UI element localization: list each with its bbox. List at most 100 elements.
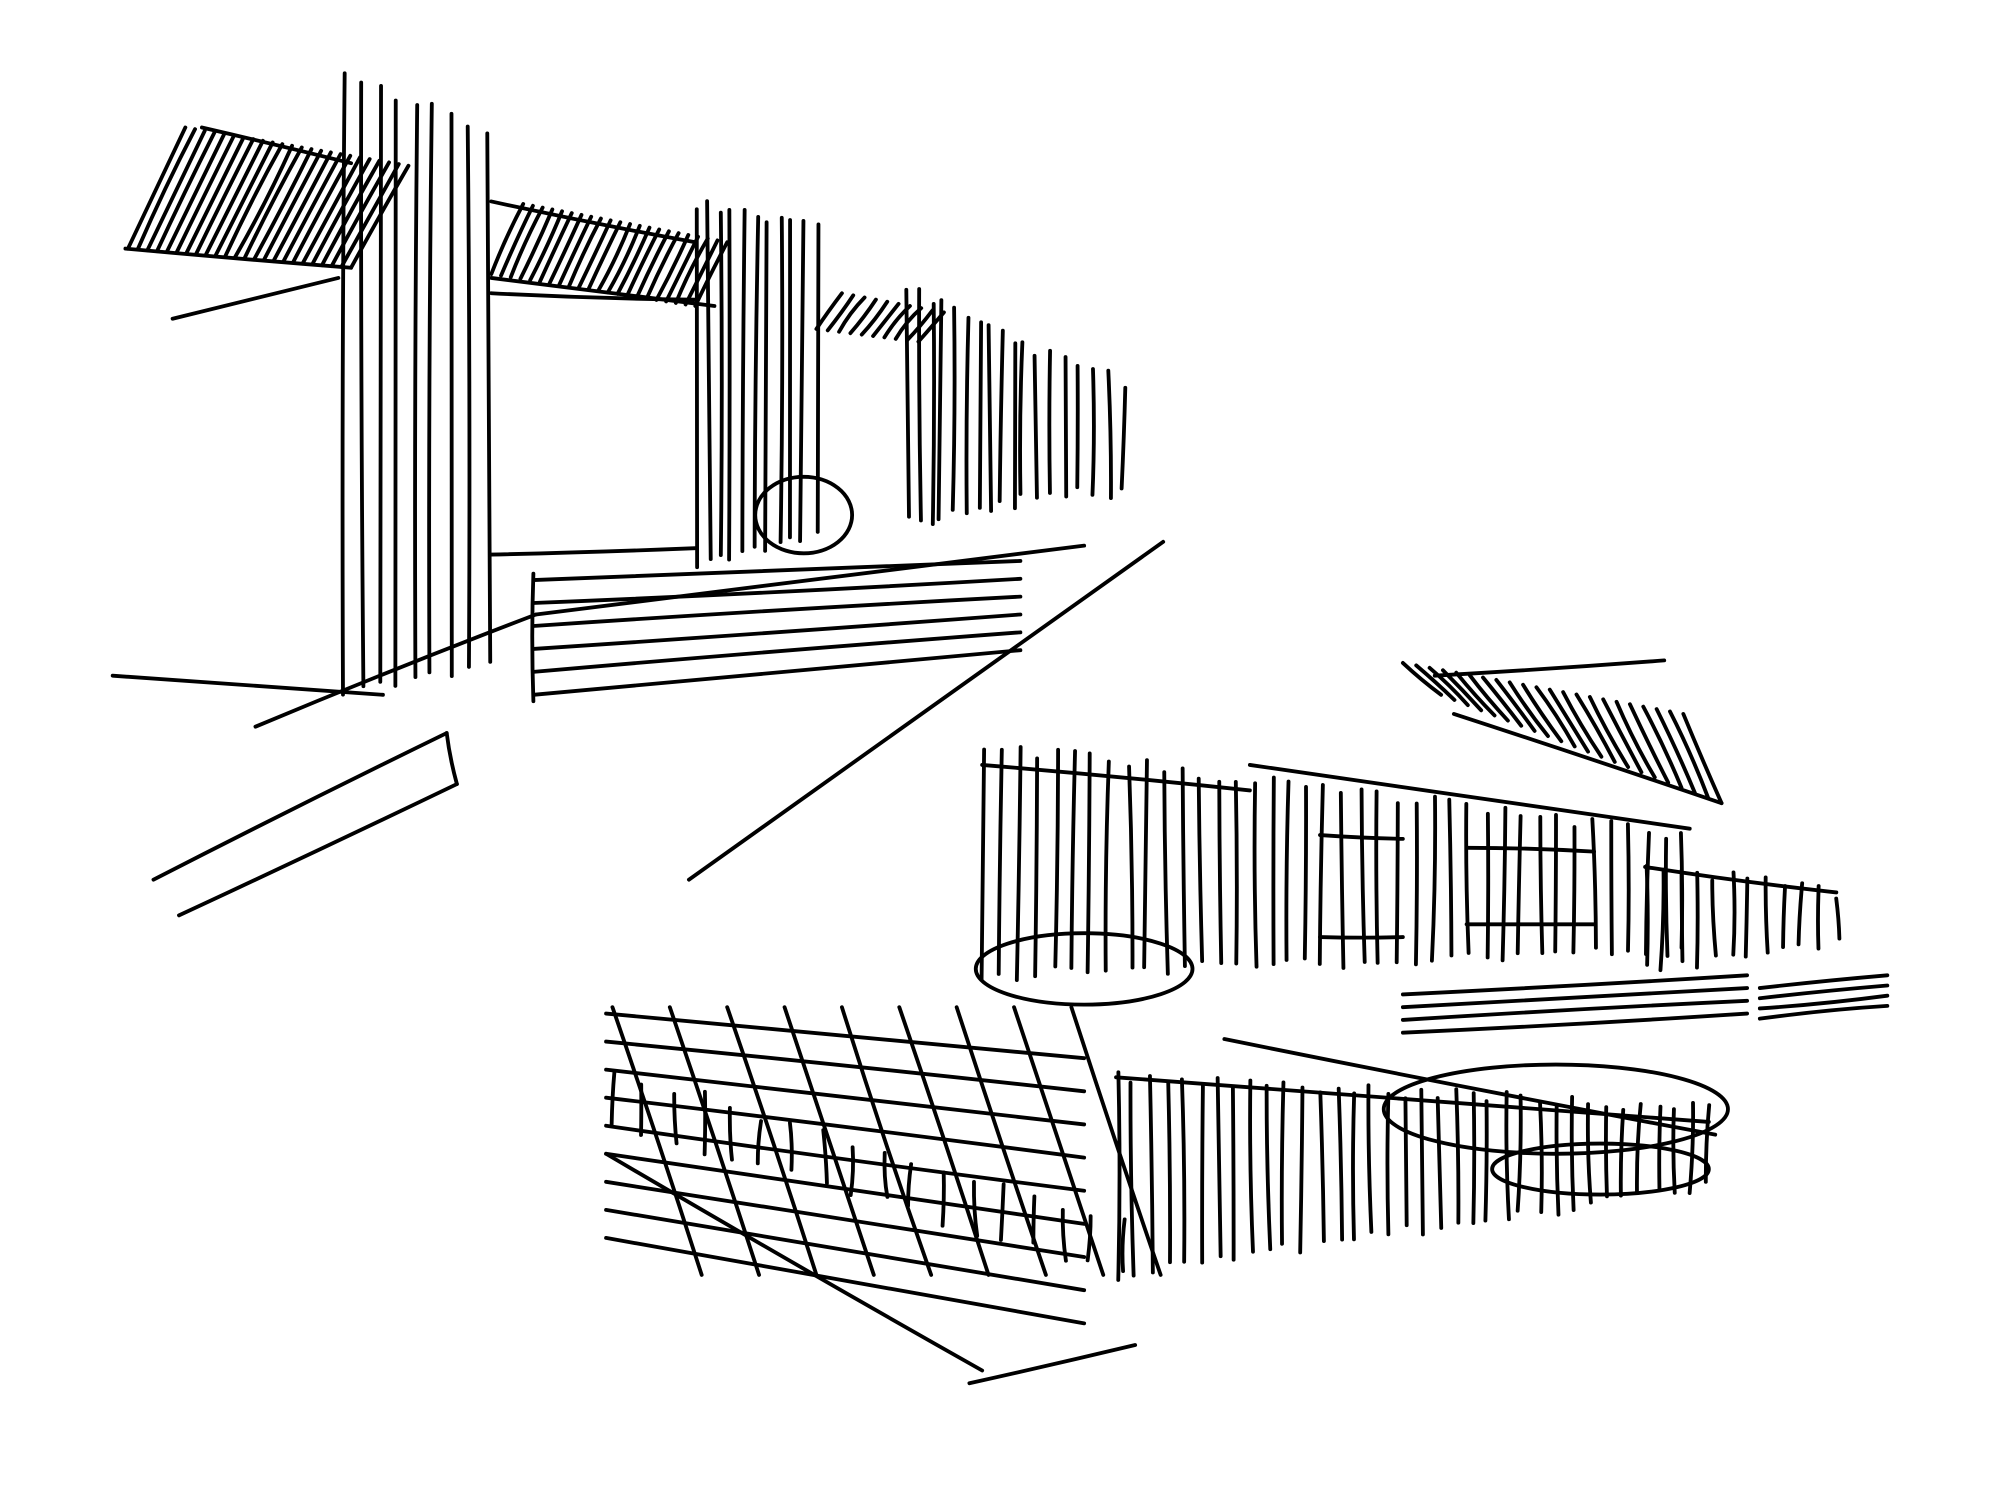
pergola-beam [604, 1095, 1087, 1160]
pen-stroke [151, 731, 449, 882]
slat-line [1069, 749, 1077, 970]
pergola-beam [604, 1123, 1087, 1193]
hatch-line [673, 236, 710, 305]
slat-line [788, 1120, 794, 1172]
slat-line [413, 103, 420, 680]
pen-stroke [534, 543, 1087, 617]
hatch-line [1507, 680, 1550, 739]
bench-edge [530, 571, 536, 704]
pen-stroke [980, 763, 1252, 793]
slat-line [1179, 1077, 1187, 1264]
slat-line [1731, 870, 1737, 957]
slat-line [1318, 1090, 1326, 1244]
slat-line [964, 315, 971, 516]
hatch-line [1400, 661, 1444, 697]
slat-line [1374, 789, 1380, 965]
slat-line [1609, 819, 1614, 957]
slat-line [1394, 801, 1400, 965]
slat-line [1710, 878, 1718, 958]
slat-line [1644, 863, 1650, 967]
bench-layer [531, 594, 1023, 628]
slab-layer [1757, 1003, 1890, 1021]
slat-line [1414, 801, 1419, 967]
hatch-line [164, 132, 227, 254]
street-perspective-sketch [110, 71, 1166, 918]
pen-stroke [1318, 935, 1405, 940]
slat-line [1106, 368, 1113, 500]
slat-line [1763, 875, 1770, 955]
awning-edge [123, 246, 353, 270]
slat-line [1298, 1085, 1305, 1255]
hatch-line [174, 133, 236, 255]
slat-line [763, 220, 769, 553]
hatch-line [1668, 709, 1711, 800]
hatch-line [1427, 665, 1470, 708]
pergola-rafter [1012, 1005, 1106, 1277]
slat-line [798, 218, 806, 543]
pen-stroke [967, 1343, 1138, 1386]
slatted-pillar-front [340, 71, 493, 697]
slat-line [1148, 1074, 1155, 1275]
slat-line [1128, 1080, 1136, 1278]
slat-line [997, 328, 1005, 504]
beam-edge [489, 276, 717, 308]
hatch-line [1454, 670, 1497, 718]
slat-line [1338, 790, 1346, 970]
slat-line [1317, 783, 1325, 966]
pergola-beam [604, 1039, 1087, 1094]
slat-line [1180, 766, 1187, 968]
pergola-beam [604, 1207, 1087, 1293]
slatted-pillar-farthest [1018, 340, 1128, 500]
slat-line [815, 222, 821, 534]
slab-layer [1400, 1011, 1749, 1035]
slat-line [1625, 822, 1631, 953]
slab-layer [1757, 993, 1890, 1011]
slab-layer [1757, 983, 1890, 1001]
slat-line [340, 71, 347, 697]
aerial-perspective-sketch [604, 658, 1890, 1386]
slat-line [1200, 1083, 1205, 1265]
pen-stroke [1247, 763, 1692, 831]
pen-stroke [1222, 1037, 1718, 1137]
pergola-rafter [667, 1005, 761, 1277]
hatched-beam-middle [489, 199, 730, 308]
slat-line [1047, 348, 1052, 495]
slat-line [727, 1105, 734, 1162]
slat-line [1302, 784, 1308, 961]
roof-edge [1451, 712, 1724, 806]
slat-line [1063, 355, 1069, 499]
slat-line [1447, 797, 1454, 958]
slat-line [1014, 745, 1023, 982]
slat-line [1284, 779, 1291, 962]
pen-stroke [1318, 833, 1405, 841]
slat-line [1120, 1217, 1127, 1274]
slat-line [1679, 868, 1685, 964]
pen-stroke [687, 539, 1166, 882]
hatch-line [339, 162, 401, 269]
hatch-line [1628, 702, 1671, 785]
hatch-line [489, 202, 526, 277]
slat-line [1816, 884, 1821, 951]
slat-line [1217, 779, 1224, 965]
ground-lines [110, 276, 1166, 918]
slat-line [672, 1091, 679, 1146]
slat-line [1085, 1214, 1093, 1263]
slat-line [1359, 787, 1367, 964]
slat-line [1233, 779, 1239, 966]
slat-line [1743, 876, 1750, 959]
slat-line [1485, 811, 1491, 960]
hatch-line [193, 137, 256, 257]
ground-ellipse [1381, 1062, 1730, 1156]
hatch-line [1641, 704, 1684, 790]
hatch-line [1414, 663, 1457, 702]
slat-line [1834, 896, 1842, 941]
slat-line [378, 83, 383, 684]
hatch-line [871, 301, 901, 338]
slat-line [1127, 764, 1135, 970]
slat-line [1230, 1085, 1236, 1262]
slat-line [1166, 1080, 1172, 1265]
slat-line [848, 1145, 855, 1197]
slat-line [427, 101, 434, 675]
awning-edge [200, 125, 353, 166]
